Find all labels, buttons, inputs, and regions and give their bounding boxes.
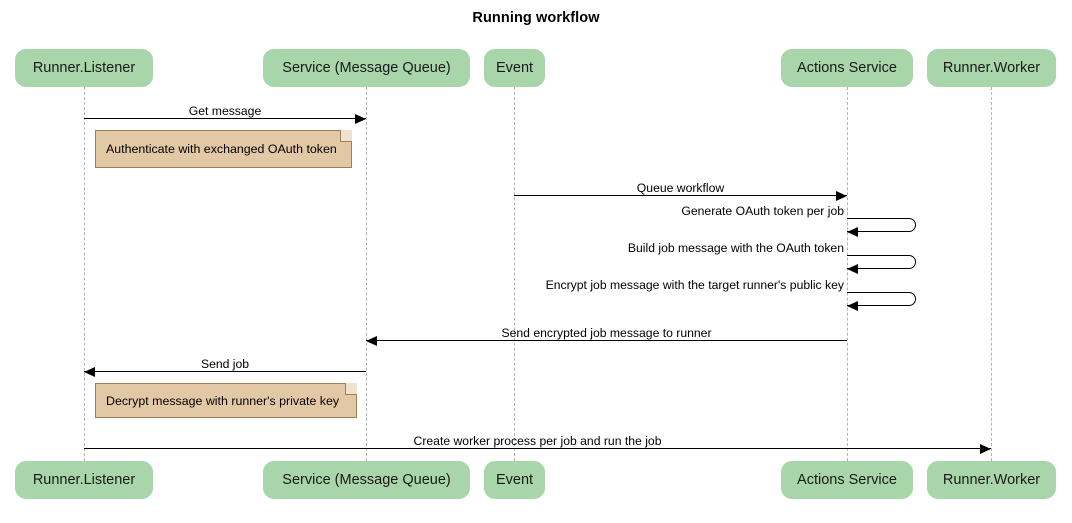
note-authenticate-with-exchanged-oauth-token: Authenticate with exchanged OAuth token [95, 130, 352, 168]
lifeline-runner-worker [991, 87, 992, 461]
message-label: Generate OAuth token per job [681, 204, 844, 218]
lifeline-actions-service [847, 87, 848, 461]
actor-service-message-queue-top[interactable]: Service (Message Queue) [263, 49, 470, 87]
message-line [366, 340, 847, 341]
page-title: Running workflow [472, 10, 600, 26]
actor-label: Runner.Listener [32, 60, 136, 76]
arrowhead-left-icon [84, 366, 95, 377]
message-line [84, 118, 366, 119]
message-label: Send job [200, 357, 250, 371]
arrowhead-left-icon [366, 335, 377, 346]
note-decrypt-message-with-runners-private-key: Decrypt message with runner's private ke… [95, 383, 357, 418]
actor-label: Event [495, 472, 534, 488]
message-label: Create worker process per job and run th… [413, 434, 662, 448]
arrowhead-right-icon [836, 190, 847, 201]
actor-runner-listener-top[interactable]: Runner.Listener [15, 49, 153, 87]
lifeline-runner-listener [84, 87, 85, 461]
actor-label: Service (Message Queue) [282, 472, 451, 488]
actor-label: Actions Service [797, 472, 897, 488]
self-call-loop [847, 292, 916, 306]
arrowhead-left-icon [847, 226, 858, 237]
note-label: Decrypt message with runner's private ke… [106, 393, 340, 408]
note-fold-corner-icon [340, 130, 352, 142]
actor-runner-worker-bottom[interactable]: Runner.Worker [927, 461, 1056, 499]
lifeline-service-message-queue [366, 87, 367, 461]
message-line [514, 195, 847, 196]
arrowhead-left-icon [847, 300, 858, 311]
actor-event-top[interactable]: Event [484, 49, 545, 87]
arrowhead-right-icon [355, 113, 366, 124]
message-label: Get message [188, 104, 262, 118]
self-call-loop [847, 255, 916, 269]
actor-label: Runner.Listener [32, 472, 136, 488]
actor-runner-worker-top[interactable]: Runner.Worker [927, 49, 1056, 87]
message-label: Encrypt job message with the target runn… [545, 278, 844, 292]
note-fold-corner-icon [345, 383, 357, 395]
note-label: Authenticate with exchanged OAuth token [106, 142, 337, 156]
actor-label: Event [495, 60, 534, 76]
message-line [84, 448, 991, 449]
actor-actions-service-bottom[interactable]: Actions Service [781, 461, 913, 499]
actor-label: Actions Service [797, 60, 897, 76]
actor-service-message-queue-bottom[interactable]: Service (Message Queue) [263, 461, 470, 499]
message-label: Build job message with the OAuth token [627, 241, 844, 255]
message-label: Send encrypted job message to runner [501, 326, 712, 340]
actor-runner-listener-bottom[interactable]: Runner.Listener [15, 461, 153, 499]
actor-label: Service (Message Queue) [282, 60, 451, 76]
message-label: Queue workflow [636, 181, 725, 195]
message-line [84, 371, 366, 372]
self-call-loop [847, 218, 916, 232]
actor-event-bottom[interactable]: Event [484, 461, 545, 499]
actor-actions-service-top[interactable]: Actions Service [781, 49, 913, 87]
actor-label: Runner.Worker [942, 60, 1041, 76]
arrowhead-left-icon [847, 263, 858, 274]
arrowhead-right-icon [980, 443, 991, 454]
lifeline-event [514, 87, 515, 461]
actor-label: Runner.Worker [942, 472, 1041, 488]
